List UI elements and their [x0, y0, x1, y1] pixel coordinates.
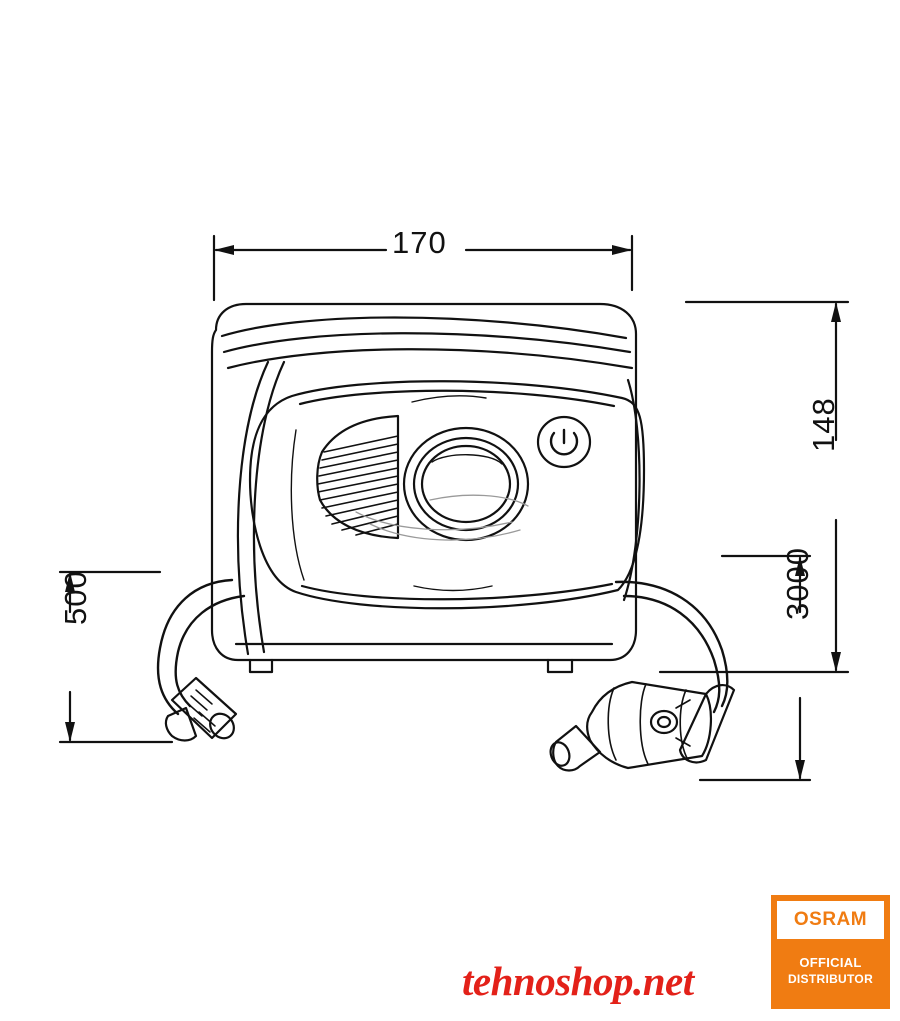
badge-line-official: OFFICIAL	[799, 955, 862, 971]
badge-line-distributor: DISTRIBUTOR	[787, 971, 874, 986]
dimension-line-cable	[698, 554, 812, 782]
osram-logo-text: OSRAM	[793, 909, 868, 930]
dimension-line-height	[658, 300, 850, 674]
power-cable	[614, 580, 729, 714]
compressor-body	[210, 302, 646, 674]
air-hose	[156, 578, 246, 742]
dimension-label-cable-length: 3000	[780, 547, 815, 620]
dimension-label-hose-length: 500	[58, 570, 93, 625]
dimension-label-width: 170	[392, 225, 447, 260]
watermark-text: tehnoshop.net	[462, 958, 694, 1004]
dimension-line-hose	[58, 570, 174, 744]
badge-caption: OFFICIAL DISTRIBUTOR	[777, 939, 884, 1003]
car-plug	[549, 680, 736, 772]
osram-official-distributor-badge: OSRAM OFFICIAL DISTRIBUTOR	[771, 895, 890, 1009]
osram-logo-box: OSRAM	[777, 901, 884, 939]
dimension-label-height: 148	[806, 397, 841, 452]
power-button	[536, 415, 592, 469]
dimension-line-width	[212, 234, 634, 302]
